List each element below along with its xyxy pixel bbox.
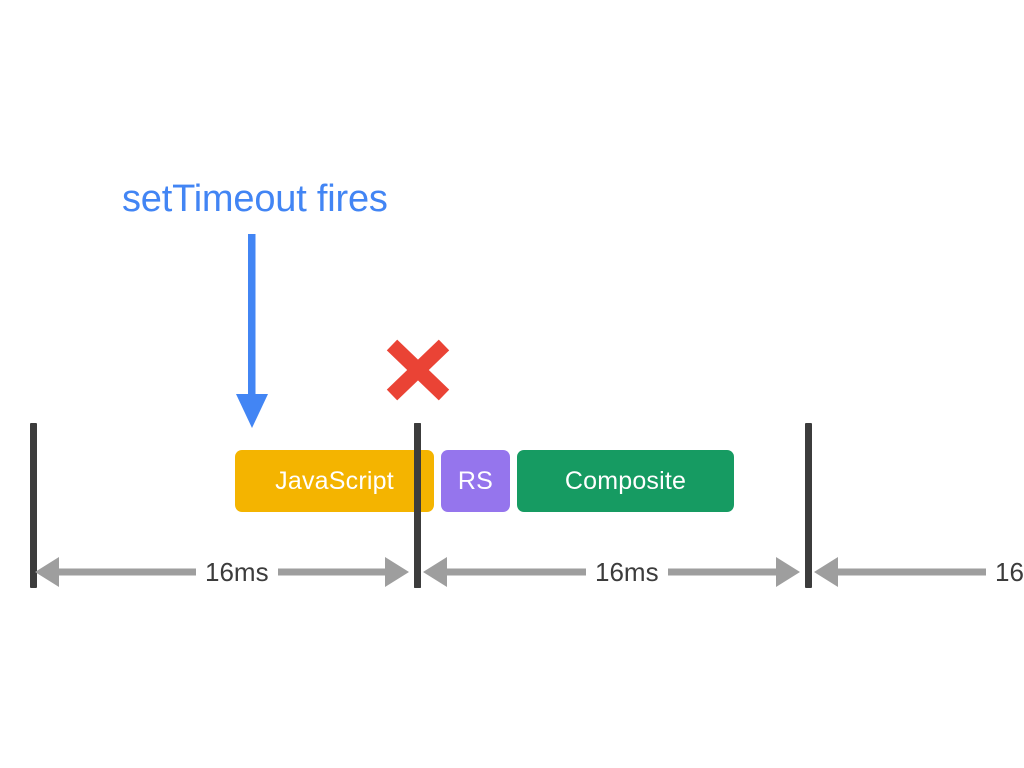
interval-label-3: 16 (986, 556, 1024, 588)
interval-label-2: 16ms (586, 556, 668, 588)
task-bar-label: JavaScript (275, 466, 394, 495)
frame-boundary-2 (805, 423, 812, 588)
task-bar-composite[interactable]: Composite (517, 450, 734, 512)
interval-label-1: 16ms (196, 556, 278, 588)
task-bar-label: RS (457, 466, 494, 495)
frame-boundary-1-overlay (414, 423, 421, 588)
frame-boundary-0 (30, 423, 37, 588)
task-bar-label: Composite (564, 466, 687, 495)
settimeout-annotation-label: setTimeout fires (122, 178, 388, 220)
down-arrow-icon (226, 234, 278, 430)
interval-arrow-3 (812, 552, 1024, 592)
x-mark-icon (382, 337, 454, 403)
task-bar-rs[interactable]: RS (441, 450, 510, 512)
task-bar-javascript[interactable]: JavaScript (235, 450, 434, 512)
